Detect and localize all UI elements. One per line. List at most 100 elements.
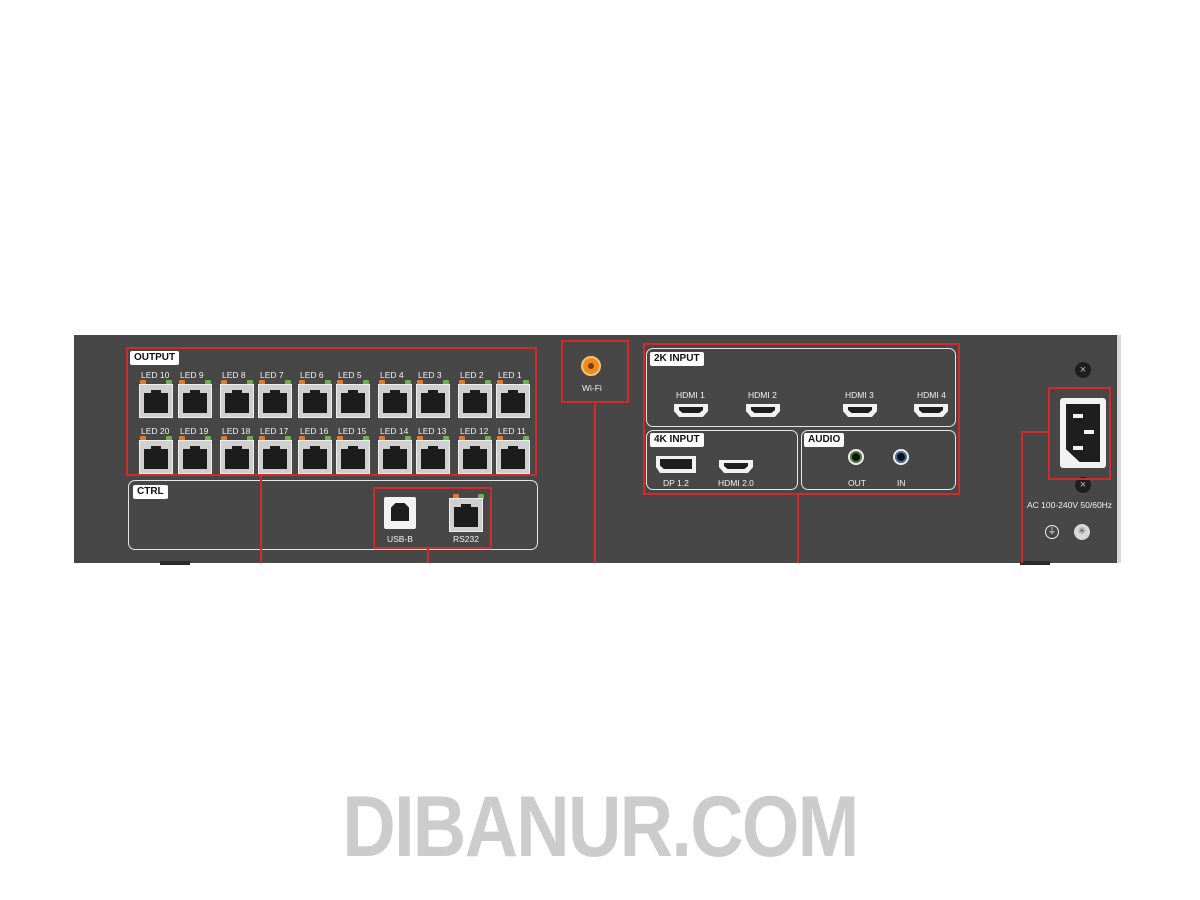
ctrl-title: CTRL	[133, 485, 168, 499]
output-port-led-orange	[379, 380, 385, 385]
audio-out-label: OUT	[848, 478, 866, 488]
output-port-label: LED 6	[300, 370, 324, 380]
output-rj45-port[interactable]	[139, 440, 173, 474]
output-port-led-green	[363, 436, 369, 441]
output-port-led-orange	[259, 380, 265, 385]
output-rj45-port[interactable]	[258, 384, 292, 418]
output-port-led-orange	[221, 436, 227, 441]
output-port-led-orange	[459, 436, 465, 441]
usb-b-port[interactable]	[384, 497, 416, 529]
rs232-led-green	[478, 494, 484, 499]
output-port-led-green	[523, 380, 529, 385]
power-inlet-iec[interactable]	[1060, 398, 1106, 468]
output-port-led-orange	[497, 436, 503, 441]
ctrl-highlight-box	[373, 487, 492, 549]
output-rj45-port[interactable]	[458, 440, 492, 474]
screw-bottom-icon: ×	[1075, 477, 1091, 493]
hdmi-4-port[interactable]	[914, 404, 948, 417]
output-rj45-port[interactable]	[298, 384, 332, 418]
output-port-label: LED 5	[338, 370, 362, 380]
hdmi-3-port[interactable]	[843, 404, 877, 417]
dp-label: DP 1.2	[663, 478, 689, 488]
output-rj45-port[interactable]	[178, 440, 212, 474]
output-rj45-port[interactable]	[220, 440, 254, 474]
screw-top-icon: ×	[1075, 362, 1091, 378]
output-port-led-green	[363, 380, 369, 385]
output-rj45-port[interactable]	[258, 440, 292, 474]
usb-b-socket-icon	[391, 503, 409, 521]
output-rj45-port[interactable]	[496, 384, 530, 418]
audio-title: AUDIO	[804, 433, 845, 447]
output-rj45-port[interactable]	[139, 384, 173, 418]
rs232-port[interactable]	[449, 498, 483, 532]
output-port-led-orange	[497, 380, 503, 385]
output-port-label: LED 12	[460, 426, 489, 436]
output-port-led-green	[166, 436, 172, 441]
power-socket-icon	[1066, 404, 1100, 462]
callout-line-power	[1021, 432, 1023, 563]
callout-line-output	[260, 476, 262, 563]
output-port-label: LED 13	[418, 426, 447, 436]
audio-out-jack[interactable]	[848, 449, 864, 465]
output-port-led-green	[205, 436, 211, 441]
output-port-led-green	[285, 436, 291, 441]
output-port-led-green	[485, 436, 491, 441]
output-port-led-green	[166, 380, 172, 385]
output-port-led-green	[285, 380, 291, 385]
output-rj45-port[interactable]	[416, 440, 450, 474]
output-port-led-orange	[259, 436, 265, 441]
output-rj45-port[interactable]	[336, 440, 370, 474]
output-port-label: LED 17	[260, 426, 289, 436]
output-rj45-port[interactable]	[178, 384, 212, 418]
hdmi-2-port[interactable]	[746, 404, 780, 417]
output-highlight-box	[126, 347, 537, 476]
hdmi-2-0-port[interactable]	[719, 460, 753, 473]
output-port-led-orange	[140, 436, 146, 441]
output-rj45-port[interactable]	[416, 384, 450, 418]
wifi-antenna-connector-icon[interactable]	[581, 356, 601, 376]
output-rj45-port[interactable]	[336, 384, 370, 418]
hdmi-1-label: HDMI 1	[676, 390, 705, 400]
usb-b-label: USB-B	[387, 534, 413, 544]
ground-icon: ⏚	[1045, 525, 1059, 539]
input-4k-title: 4K INPUT	[650, 433, 704, 447]
input-4k-group	[646, 430, 798, 490]
output-port-led-orange	[459, 380, 465, 385]
output-port-led-green	[443, 436, 449, 441]
output-rj45-port[interactable]	[496, 440, 530, 474]
output-port-label: LED 19	[180, 426, 209, 436]
audio-in-jack[interactable]	[893, 449, 909, 465]
output-port-label: LED 2	[460, 370, 484, 380]
output-rj45-port[interactable]	[220, 384, 254, 418]
watermark-text: DIBANUR.COM	[342, 779, 859, 875]
audio-group	[801, 430, 956, 490]
input-2k-title: 2K INPUT	[650, 352, 704, 366]
output-rj45-port[interactable]	[378, 384, 412, 418]
output-port-led-orange	[417, 380, 423, 385]
output-port-led-green	[443, 380, 449, 385]
output-port-led-green	[247, 436, 253, 441]
ctrl-group	[128, 480, 538, 550]
wifi-label: Wi-Fi	[582, 383, 602, 393]
output-rj45-port[interactable]	[298, 440, 332, 474]
hdmi-2-0-label: HDMI 2.0	[718, 478, 754, 488]
output-port-label: LED 15	[338, 426, 367, 436]
output-port-led-orange	[299, 380, 305, 385]
output-port-led-orange	[179, 380, 185, 385]
hdmi-1-port[interactable]	[674, 404, 708, 417]
output-port-label: LED 4	[380, 370, 404, 380]
hdmi-2-label: HDMI 2	[748, 390, 777, 400]
panel-foot-left	[160, 561, 190, 565]
output-port-led-green	[523, 436, 529, 441]
output-rj45-port[interactable]	[378, 440, 412, 474]
output-port-led-green	[485, 380, 491, 385]
audio-in-label: IN	[897, 478, 906, 488]
output-port-led-green	[325, 436, 331, 441]
input-highlight-box	[643, 343, 960, 495]
output-port-label: LED 16	[300, 426, 329, 436]
output-port-label: LED 9	[180, 370, 204, 380]
output-port-led-green	[405, 380, 411, 385]
output-rj45-port[interactable]	[458, 384, 492, 418]
dp-port[interactable]	[656, 456, 696, 473]
output-port-led-green	[405, 436, 411, 441]
